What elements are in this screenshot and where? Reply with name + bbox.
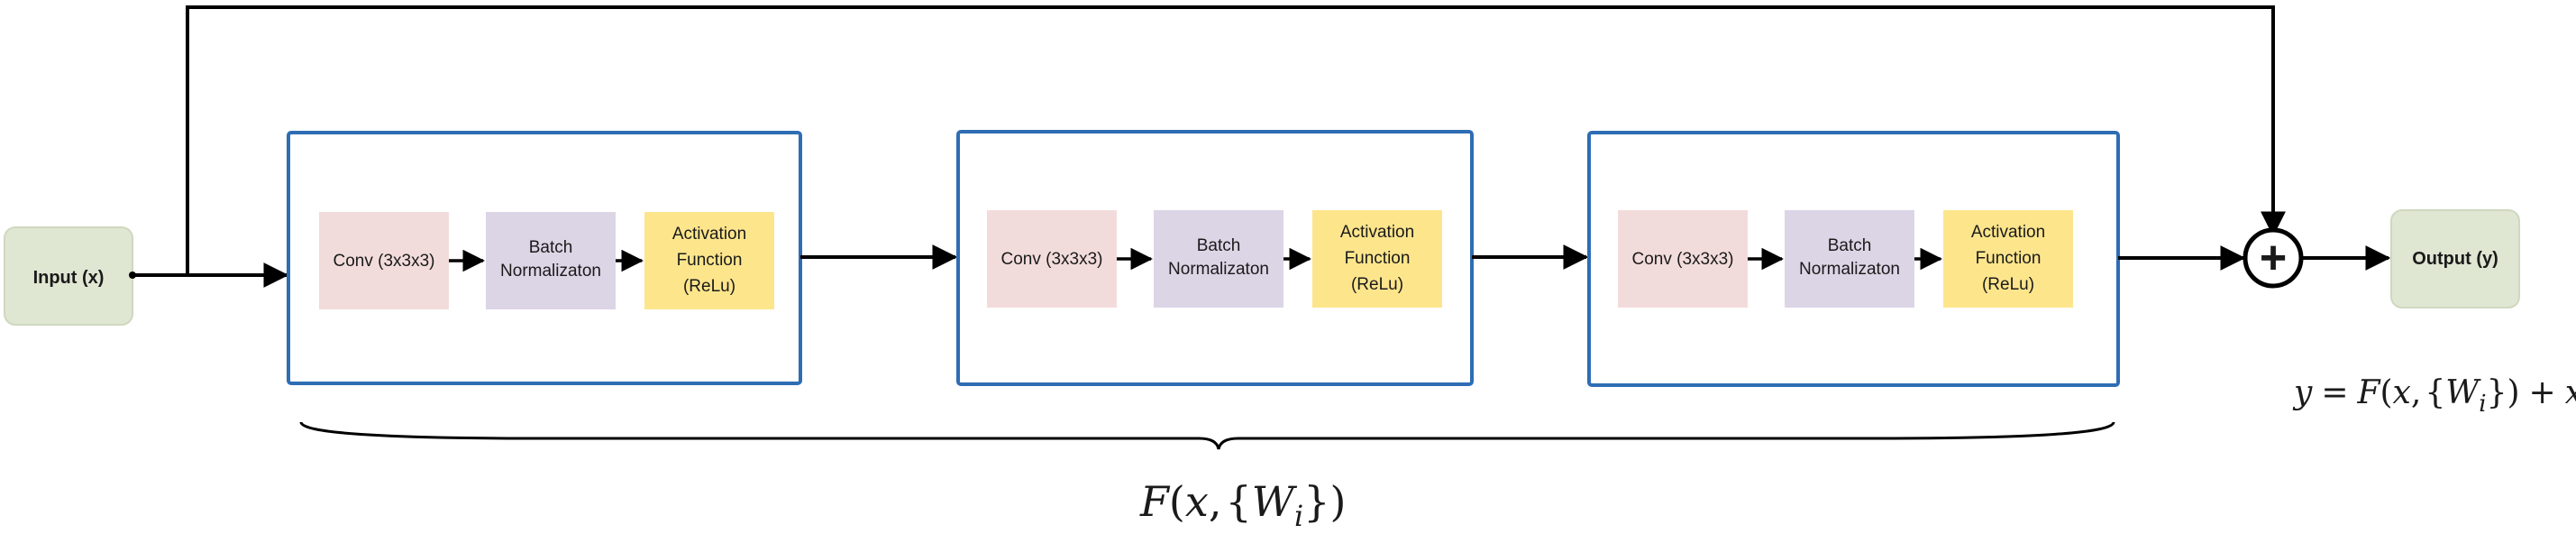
conv-layer-1 [319, 212, 449, 309]
output-node: Output (y) [2390, 209, 2520, 308]
conv-block-1: Conv (3x3x3) Batch Normalizaton Activati… [287, 131, 802, 385]
function-label: F(x,{Wi}) [1139, 477, 1346, 533]
batch-norm-layer-2 [1154, 210, 1283, 308]
conv-layer-2 [987, 210, 1117, 308]
input-label: Input (x) [33, 268, 105, 288]
act-label-2b: Function [1345, 249, 1411, 268]
batch-norm-layer-1 [486, 212, 616, 309]
act-label-1b: Function [677, 251, 743, 270]
conv-label-1: Conv (3x3x3) [333, 252, 435, 271]
input-node: Input (x) [4, 226, 133, 326]
bn-label-2b: Normalizaton [1168, 260, 1269, 279]
activation-layer-1 [644, 212, 774, 309]
act-label-1c: (ReLu) [683, 277, 735, 296]
act-label-2a: Activation [1340, 223, 1414, 242]
act-label-1a: Activation [672, 225, 746, 244]
bn-label-3a: Batch [1828, 236, 1872, 255]
bn-label-2a: Batch [1197, 236, 1241, 255]
function-underbrace [299, 421, 2115, 450]
bn-label-1b: Normalizaton [500, 262, 601, 281]
conv-label-3: Conv (3x3x3) [1632, 250, 1734, 269]
act-label-3b: Function [1976, 249, 2042, 268]
act-label-3a: Activation [1971, 223, 2045, 242]
act-label-2c: (ReLu) [1351, 275, 1403, 294]
activation-layer-2 [1312, 210, 1442, 308]
activation-layer-3 [1943, 210, 2073, 308]
conv-layer-3 [1618, 210, 1748, 308]
bn-label-1a: Batch [529, 238, 573, 257]
conv-block-2: Conv (3x3x3) Batch Normalizaton Activati… [956, 130, 1474, 386]
conv-block-3: Conv (3x3x3) Batch Normalizaton Activati… [1587, 131, 2120, 387]
conv-label-2: Conv (3x3x3) [1001, 250, 1103, 269]
bn-label-3b: Normalizaton [1799, 260, 1900, 279]
output-label: Output (y) [2412, 249, 2498, 269]
residual-equation: y=F(x,{Wi})+x [2292, 374, 2576, 418]
sum-symbol: + [2260, 232, 2287, 284]
act-label-3c: (ReLu) [1982, 275, 2034, 294]
skip-connection-line [186, 5, 2286, 275]
batch-norm-layer-3 [1785, 210, 1914, 308]
sum-node: + [2243, 227, 2304, 289]
